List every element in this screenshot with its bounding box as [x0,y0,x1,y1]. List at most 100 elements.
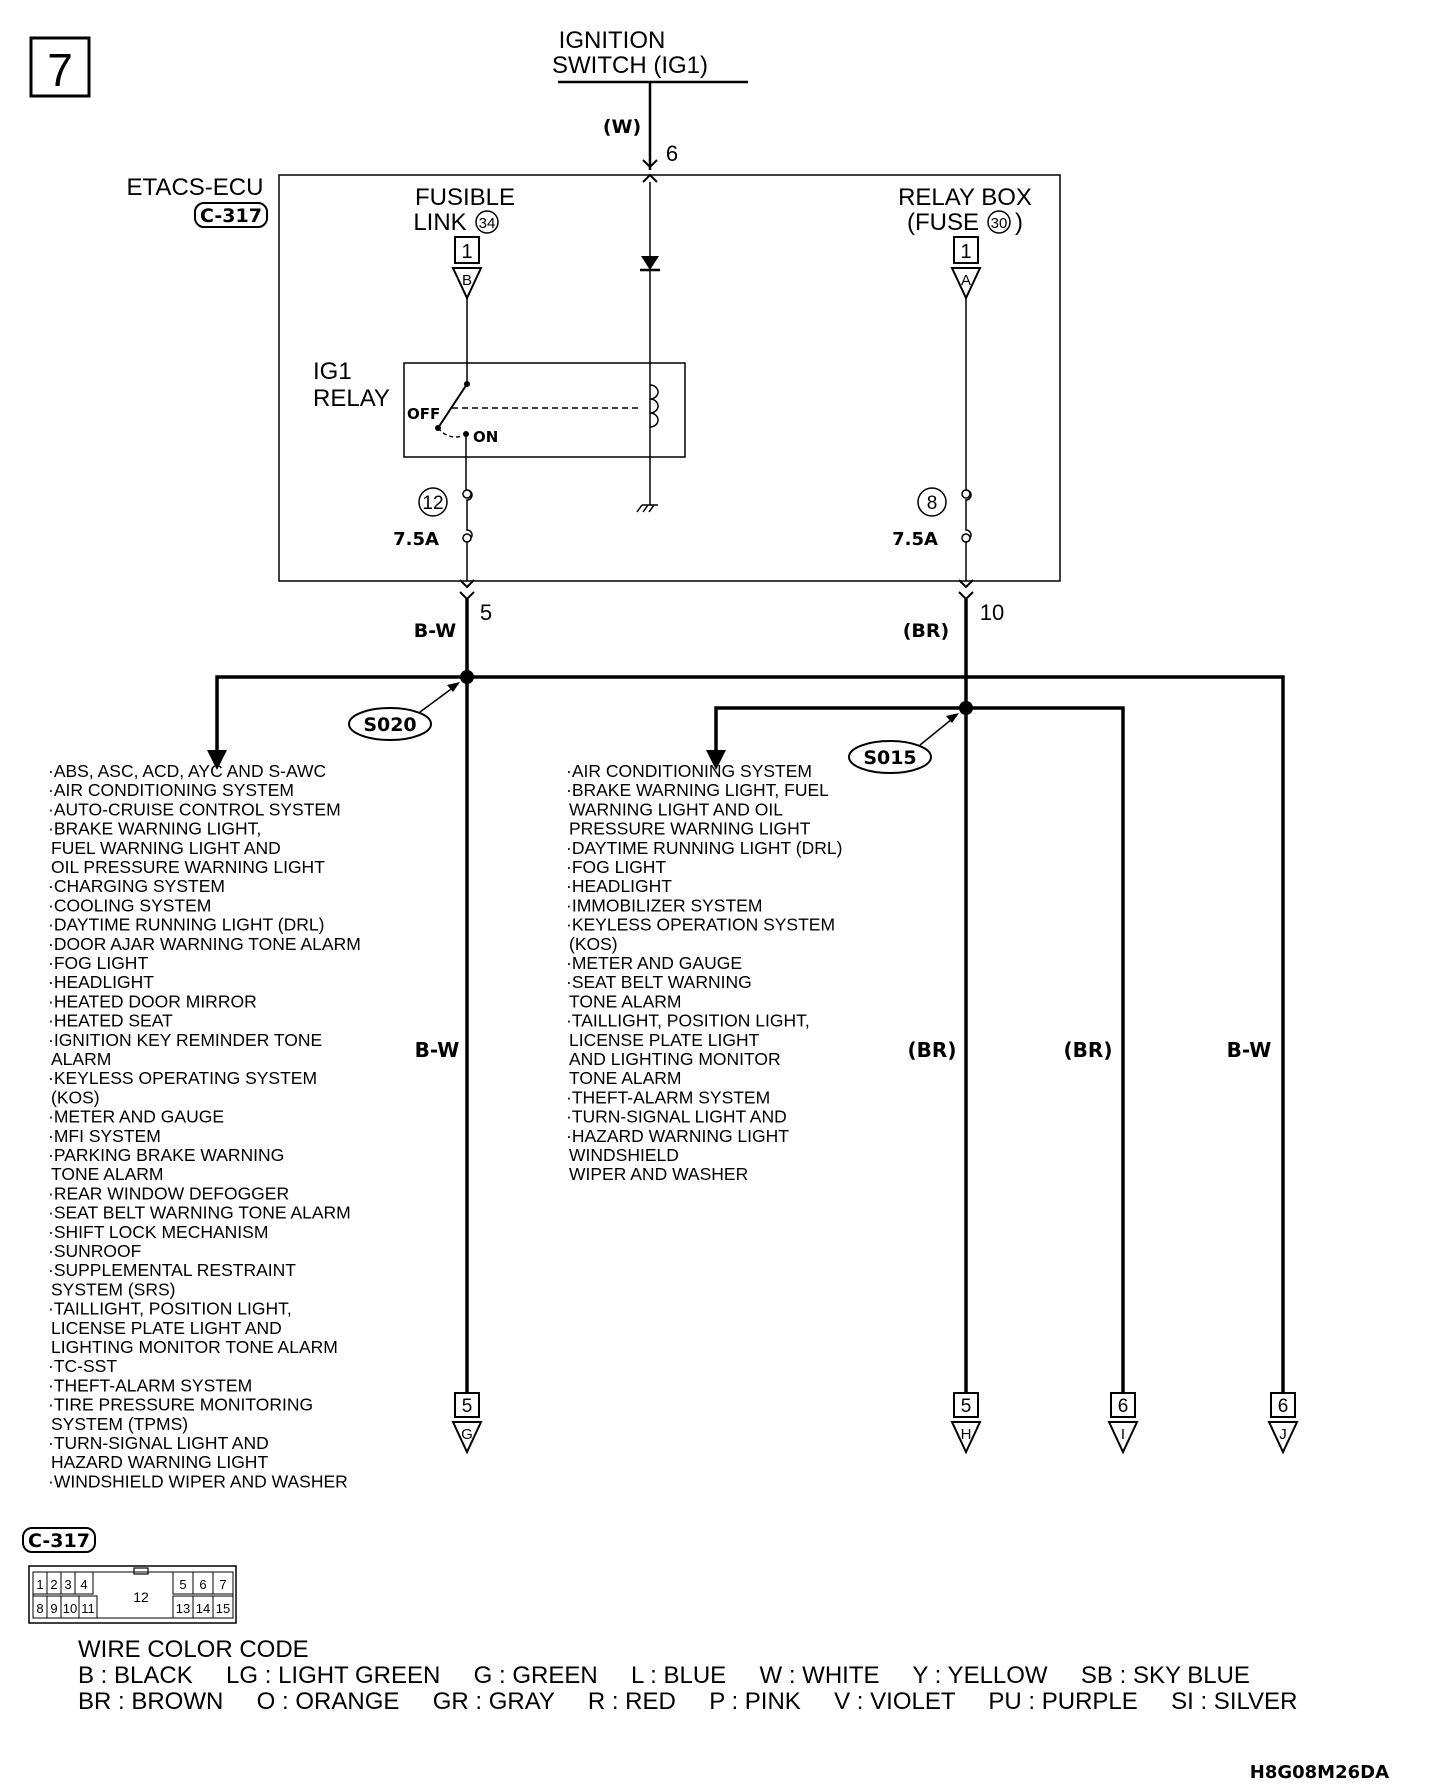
fuse-8-rating: 7.5A [892,529,938,550]
system-list-item: ·SUNROOF [48,1241,141,1261]
system-list-item: ·AIR CONDITIONING SYSTEM [48,780,294,800]
splice-s020: S020 [348,682,460,741]
system-list-item: ·PARKING BRAKE WARNING [48,1145,284,1165]
connector-pin: 5 [179,1577,186,1592]
system-list-item: TONE ALARM [51,1164,164,1184]
fuse-12-rating: 7.5A [393,529,439,550]
fuse-8-number: 8 [927,493,938,514]
system-list-item: WINDSHIELD [569,1145,679,1165]
system-list-item: ·TAILLIGHT, POSITION LIGHT, [48,1299,292,1319]
connector-pin: 15 [216,1601,230,1616]
fusible-link: FUSIBLE LINK 34 1 B [413,184,515,301]
system-list-item: LICENSE PLATE LIGHT AND [51,1318,282,1338]
relay-box-box: 1 [960,241,971,263]
system-list-item: ·HEATED SEAT [48,1011,173,1031]
system-list-item: ·TAILLIGHT, POSITION LIGHT, [566,1011,810,1031]
terminal-j-page: 6 [1278,1396,1289,1417]
system-list-item: AND LIGHTING MONITOR [569,1049,781,1069]
terminal-j-letter: J [1279,1426,1287,1443]
system-list-item: ·CHARGING SYSTEM [48,876,225,896]
splice-s015-label: S015 [863,747,916,769]
system-list-item: ·THEFT-ALARM SYSTEM [566,1087,770,1107]
figure-code: H8G08M26DA [1250,1762,1389,1783]
system-list-item: ·HEADLIGHT [566,876,672,896]
system-list-item: ·METER AND GAUGE [48,1107,224,1127]
ig1-relay: IG1 RELAY OFF ON [313,358,686,513]
output-left-color: B-W [414,620,457,642]
terminal-g-page: 5 [462,1396,473,1417]
relay-box-letter: A [961,272,971,289]
fusible-link-letter: B [462,272,472,289]
terminal-h-letter: H [961,1426,972,1443]
connector-pin: 6 [199,1577,206,1592]
wire-color-code-title: WIRE COLOR CODE [78,1636,309,1663]
left-system-list: ·ABS, ASC, ACD, AYC AND S-AWC·AIR CONDIT… [48,761,361,1491]
system-list-item: ALARM [51,1049,111,1069]
system-list-item: ·DAYTIME RUNNING LIGHT (DRL) [48,915,324,935]
output-right-color: (BR) [903,620,949,642]
system-list-item: ·BRAKE WARNING LIGHT, FUEL [566,780,829,800]
connector-pin: 13 [176,1601,190,1616]
terminal-i-letter: I [1121,1426,1125,1443]
fusible-link-label-1: FUSIBLE [415,184,515,211]
page-number-box: 7 [29,36,91,98]
etacs-ecu: ETACS-ECU C-317 [127,174,1061,582]
system-list-item: ·REAR WINDOW DEFOGGER [48,1183,289,1203]
wire-color-code-row-2: BR : BROWN O : ORANGE GR : GRAY R : RED … [78,1688,1298,1715]
fusible-link-label-2: LINK [413,209,466,236]
system-list-item: LIGHTING MONITOR TONE ALARM [51,1337,338,1357]
system-list-item: ·TC-SST [48,1356,117,1376]
system-list-item: ·KEYLESS OPERATION SYSTEM [566,915,835,935]
system-list-item: ·DAYTIME RUNNING LIGHT (DRL) [566,838,842,858]
wire-label-1: B-W [415,1038,460,1062]
fuse-12-number: 12 [422,493,443,514]
connector-pin: 14 [196,1601,210,1616]
relay-box-label-2-end: ) [1015,209,1023,236]
system-list-item: (KOS) [569,934,618,954]
fuse-12: 12 7.5A [393,487,473,550]
harness-lines [215,599,1285,1393]
system-list-item: PRESSURE WARNING LIGHT [569,819,811,839]
system-list-item: ·DOOR AJAR WARNING TONE ALARM [48,934,361,954]
system-list-item: WIPER AND WASHER [569,1164,748,1184]
system-list-item: ·BRAKE WARNING LIGHT, [48,819,261,839]
system-list-item: ·TURN-SIGNAL LIGHT AND [566,1107,787,1127]
system-list-item: FUEL WARNING LIGHT AND [51,838,281,858]
output-right-pin: 10 [980,600,1004,625]
system-list-item: HAZARD WARNING LIGHT [51,1452,268,1472]
relay-on-label: ON [473,428,498,446]
wire-labels: B-W (BR) (BR) B-W [415,1038,1272,1062]
fusible-link-number: 34 [479,215,496,232]
system-list-item: ·FOG LIGHT [566,857,666,877]
relay-off-label: OFF [407,405,440,423]
system-list-item: ·SUPPLEMENTAL RESTRAINT [48,1260,296,1280]
system-list-item: SYSTEM (SRS) [51,1279,175,1299]
fuse-8: 8 7.5A [892,487,972,550]
system-list-item: ·WINDSHIELD WIPER AND WASHER [48,1471,348,1491]
system-list-item: ·ABS, ASC, ACD, AYC AND S-AWC [48,761,326,781]
terminal-h: 5 H [950,1392,982,1455]
relay-box: RELAY BOX (FUSE 30 ) 1 A [898,184,1032,301]
wire-color-code-row-1: B : BLACK LG : LIGHT GREEN G : GREEN L :… [78,1662,1250,1689]
system-list-item: ·IMMOBILIZER SYSTEM [566,895,762,915]
ig-pin: 6 [666,141,678,166]
system-list-item: ·COOLING SYSTEM [48,895,211,915]
system-list-item: ·FOG LIGHT [48,953,148,973]
ignition-switch-label-1: IGNITION [559,27,666,54]
system-list-item: TONE ALARM [569,991,682,1011]
relay-box-fuse-number: 30 [991,215,1008,232]
system-list-item: OIL PRESSURE WARNING LIGHT [51,857,325,877]
system-list-item: SYSTEM (TPMS) [51,1414,188,1434]
system-list-item: WARNING LIGHT AND OIL [569,799,783,819]
connector-pin: 3 [64,1577,71,1592]
ig1-relay-label-2: RELAY [313,385,390,412]
system-list-item: ·HEATED DOOR MIRROR [48,991,257,1011]
output-connectors: 5 B-W 10 (BR) [414,579,1004,642]
right-system-list: ·AIR CONDITIONING SYSTEM·BRAKE WARNING L… [566,761,842,1184]
system-list-item: ·METER AND GAUGE [566,953,742,973]
terminal-i-page: 6 [1118,1396,1129,1417]
connector-pin-12: 12 [133,1589,149,1605]
wire-label-3: (BR) [1064,1038,1113,1062]
